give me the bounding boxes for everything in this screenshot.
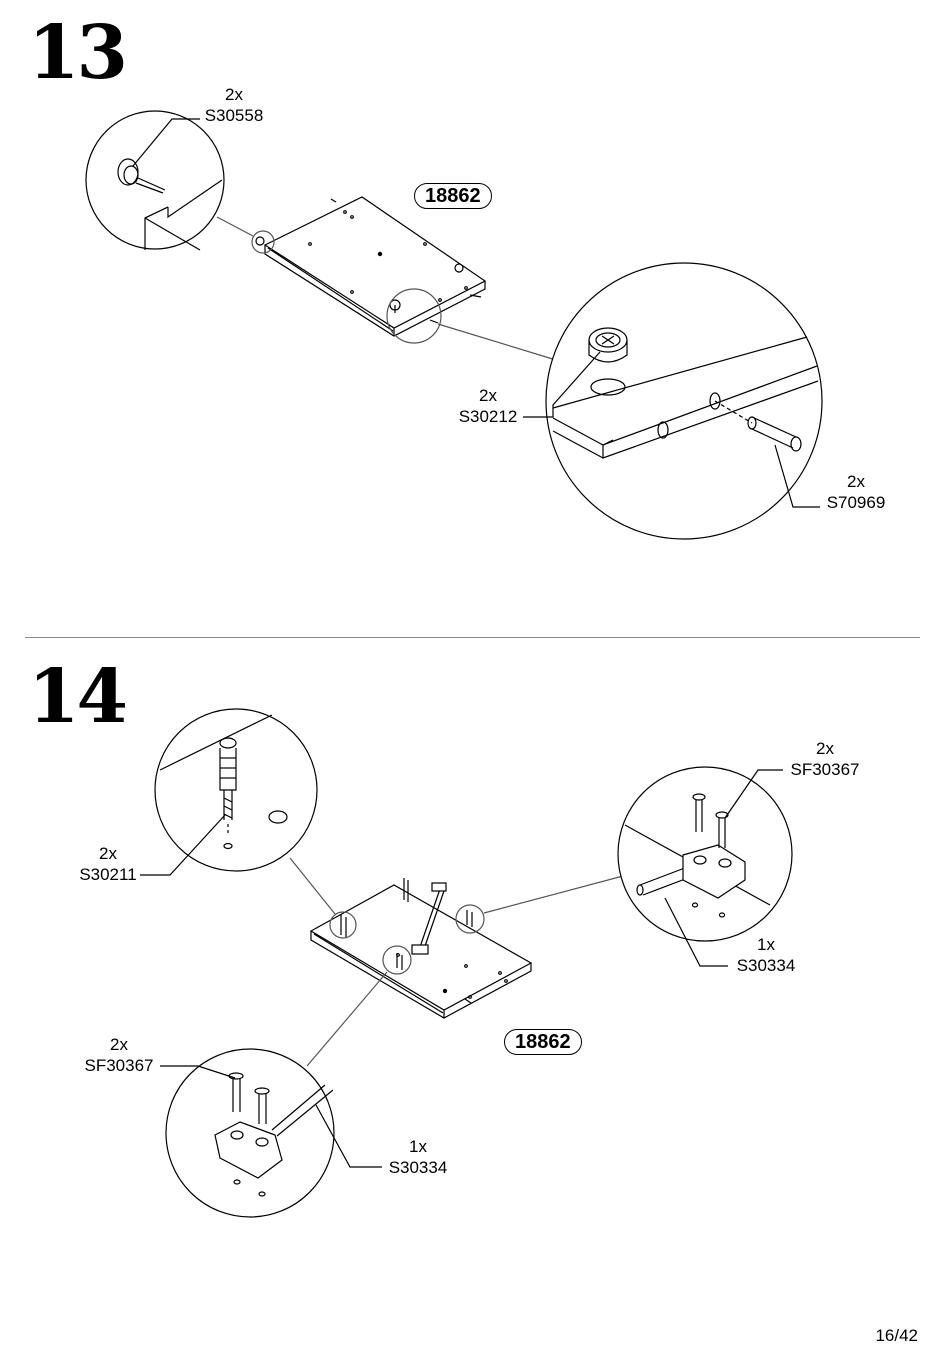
callout-qty: 2x bbox=[99, 844, 117, 863]
step14-detail-bracket-top bbox=[624, 793, 771, 918]
step14-detail-dowel-screw bbox=[159, 714, 288, 850]
step13-panel-drawing bbox=[255, 196, 487, 337]
callout-qty: 2x bbox=[479, 386, 497, 405]
callout-part: S70969 bbox=[826, 493, 886, 512]
callout-qty: 2x bbox=[816, 739, 834, 758]
step-number-14: 14 bbox=[28, 654, 128, 740]
step13-detail-cam-bolt bbox=[117, 158, 223, 251]
callout-part: S30212 bbox=[458, 407, 518, 426]
callout-qty: 2x bbox=[847, 472, 865, 491]
callout-s30211: 2x S30211 bbox=[70, 843, 146, 885]
callout-part: SF30367 bbox=[790, 760, 860, 779]
step-number-13: 13 bbox=[28, 10, 128, 96]
step14-illustration bbox=[140, 708, 793, 1218]
step13-panel-id-label: 18862 bbox=[414, 183, 492, 209]
page-number: 16/42 bbox=[875, 1326, 918, 1345]
callout-qty: 1x bbox=[409, 1137, 427, 1156]
callout-s30212: 2x S30212 bbox=[450, 385, 526, 427]
step13-detail-cam-lock bbox=[552, 327, 819, 459]
callout-part: S30334 bbox=[388, 1158, 448, 1177]
section-divider bbox=[25, 637, 920, 638]
callout-part: SF30367 bbox=[84, 1056, 154, 1075]
step14-detail-bracket-bottom bbox=[214, 1072, 334, 1197]
step14-panel-id-label: 18862 bbox=[504, 1029, 582, 1055]
callout-part: S30334 bbox=[736, 956, 796, 975]
callout-s30334-top: 1x S30334 bbox=[728, 934, 804, 976]
callout-sf30367-bottom: 2x SF30367 bbox=[74, 1034, 164, 1076]
callout-qty: 2x bbox=[110, 1035, 128, 1054]
callout-s30558: 2x S30558 bbox=[196, 84, 272, 126]
callout-s30334-bottom: 1x S30334 bbox=[380, 1136, 456, 1178]
callout-part: S30211 bbox=[79, 865, 137, 884]
callout-sf30367-top: 2x SF30367 bbox=[780, 738, 870, 780]
callout-qty: 1x bbox=[757, 935, 775, 954]
step14-panel-drawing bbox=[309, 878, 533, 1019]
step13-illustration bbox=[85, 110, 823, 540]
callout-qty: 2x bbox=[225, 85, 243, 104]
callout-s70969: 2x S70969 bbox=[818, 471, 894, 513]
callout-part: S30558 bbox=[204, 106, 264, 125]
